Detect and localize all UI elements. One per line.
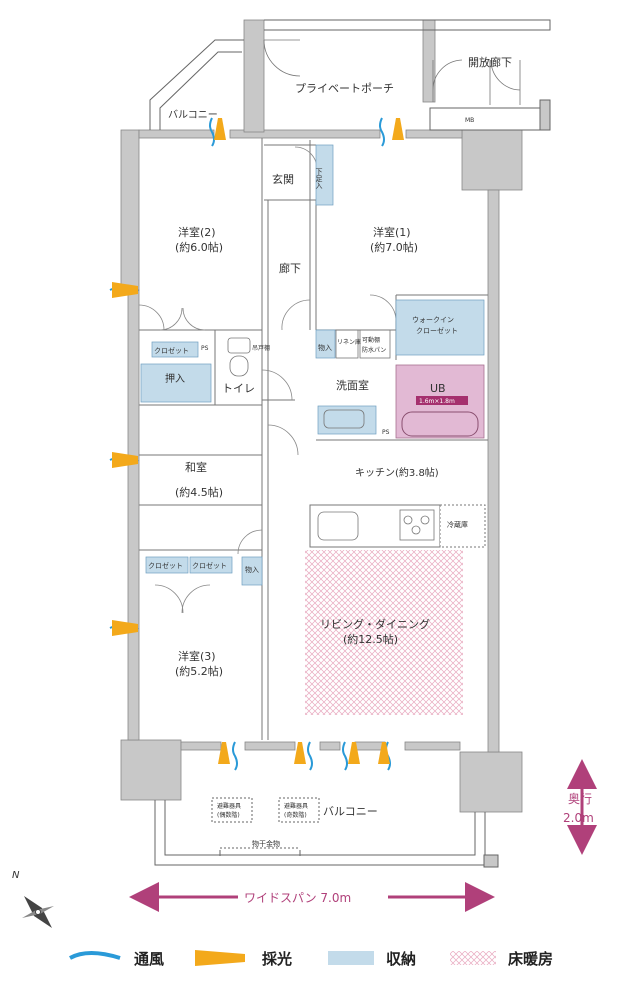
washroom-label: 洗面室: [336, 378, 369, 392]
room1-name: 洋室(1): [373, 225, 411, 239]
daylight-legend-icon: [195, 950, 245, 966]
storage1-box: [315, 329, 336, 359]
storage-legend-icon: [328, 951, 374, 965]
living-name: リビング・ダイニング: [320, 617, 430, 631]
shoe-storage-label: 下足入: [315, 168, 323, 189]
movable-shelf-label-2: 防水パン: [362, 346, 386, 354]
refrigerator-label: 冷蔵庫: [447, 520, 468, 529]
clothes-hanger-label: 物干金物: [252, 839, 280, 848]
closet-room2-label: クロゼット: [154, 346, 189, 355]
legend-storage-label: 収納: [386, 950, 416, 968]
room2-size: (約6.0帖): [175, 240, 223, 254]
oshiire-label: 押入: [165, 372, 185, 385]
closet-room2: [151, 341, 199, 358]
toilet-label: トイレ: [222, 382, 255, 395]
evac-odd-2: (奇数階): [284, 811, 307, 819]
living-size: (約12.5帖): [343, 632, 398, 646]
legend-floor-heating-label: 床暖房: [508, 950, 553, 968]
evac-odd-1: 避難器具: [284, 802, 308, 810]
walkin-label-1: ウォークイン: [412, 316, 454, 324]
corridor-label: 廊下: [279, 261, 301, 275]
legend-daylight-label: 採光: [262, 950, 292, 968]
ub-label: UB: [430, 382, 446, 395]
ub-size-label: 1.6m×1.8m: [419, 398, 455, 405]
floor-heating-area: [305, 550, 463, 715]
washitsu-size: (約4.5帖): [175, 485, 223, 499]
ps1-label: PS: [201, 345, 209, 352]
compass-icon: [22, 896, 54, 928]
bathroom-ub: [395, 364, 485, 439]
shoe-storage: [315, 144, 334, 206]
room3-name: 洋室(3): [178, 649, 216, 663]
room3-size: (約5.2帖): [175, 664, 223, 678]
mb-label: MB: [465, 117, 474, 124]
walkin-label-2: クローゼット: [416, 326, 458, 335]
storage-areas: [140, 144, 485, 586]
linen-label: リネン庫: [337, 338, 361, 346]
depth-value: 2.0m: [563, 811, 594, 825]
structural-walls: [120, 19, 523, 813]
storage1-label: 物入: [318, 343, 332, 352]
storage2-box: [241, 556, 263, 586]
movable-shelf-label-1: 可動棚: [362, 336, 380, 344]
storage2-label: 物入: [245, 565, 259, 574]
oshiire-storage: [140, 363, 212, 403]
legend: [69, 950, 496, 966]
entrance-label: 玄関: [272, 172, 294, 186]
closet-b-label: クロゼット: [192, 561, 227, 570]
washitsu-name: 和室: [185, 460, 207, 474]
room1-size: (約7.0帖): [370, 240, 418, 254]
porch-outline: [149, 19, 551, 131]
bottom-balcony: [154, 797, 499, 868]
walkin-closet: [395, 299, 485, 356]
floor-heating-legend-icon: [450, 951, 496, 965]
balcony-top-label: バルコニー: [168, 109, 218, 121]
ventilation-legend-icon: [69, 951, 121, 960]
kitchen-label: キッチン(約3.8帖): [355, 466, 439, 479]
span-label: ワイドスパン 7.0m: [244, 891, 351, 905]
closet-a-box: [145, 556, 189, 574]
closet-b-box: [189, 556, 233, 574]
hanging-shelf-label: 吊戸棚: [252, 344, 270, 352]
door-swings: [138, 146, 397, 614]
evac-even-2: (偶数階): [217, 811, 240, 819]
depth-label: 奥行: [568, 792, 592, 806]
wash-counter: [317, 405, 377, 435]
daylight-marks: [112, 118, 404, 764]
porch-doors: [263, 39, 521, 105]
balcony-bottom-label: バルコニー: [323, 805, 378, 818]
compass-north-label: N: [12, 870, 20, 881]
private-porch-label: プライベートポーチ: [295, 82, 394, 95]
evac-even-1: 避難器具: [217, 802, 241, 810]
open-corridor-label: 開放廊下: [468, 55, 512, 69]
legend-ventilation-label: 通風: [134, 950, 164, 968]
fixtures: [227, 329, 435, 541]
closet-a-label: クロゼット: [148, 561, 183, 570]
room2-name: 洋室(2): [178, 225, 216, 239]
ps2-label: PS: [382, 429, 390, 436]
span-label-bg: [238, 887, 388, 907]
